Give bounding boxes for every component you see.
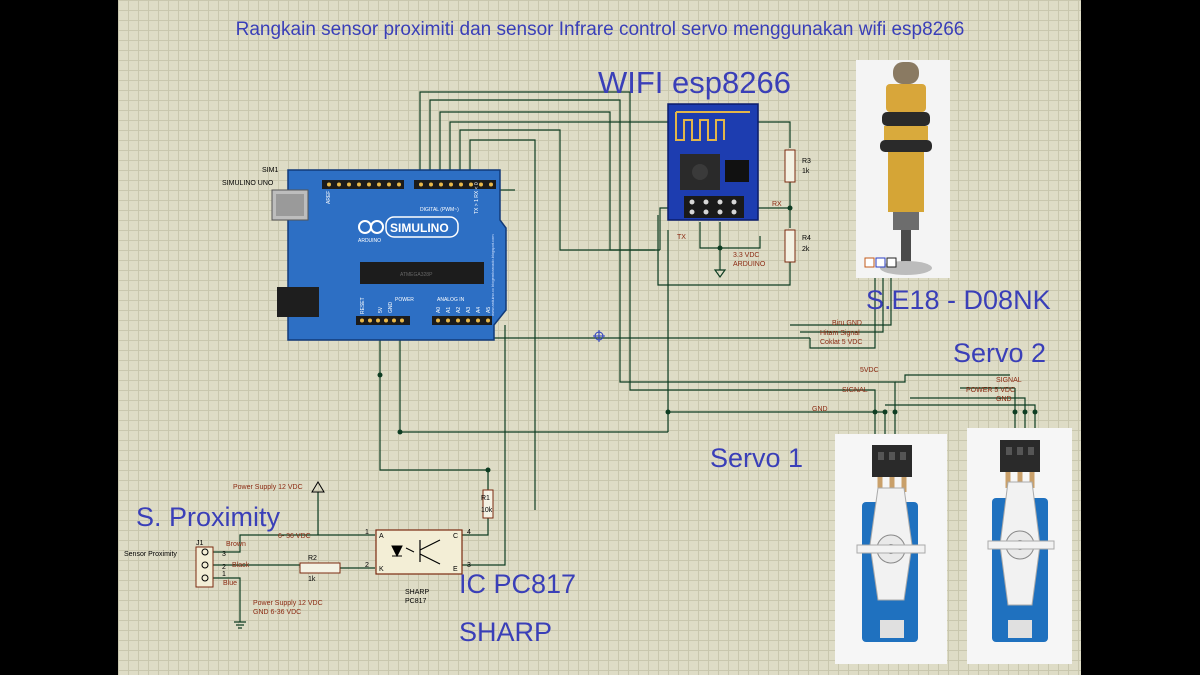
r3-name: R3	[802, 158, 811, 165]
arduino-name: SIMULINO UNO	[222, 180, 274, 187]
arduino-aref: AREF	[326, 191, 332, 204]
arduino-gnd: GND	[388, 302, 394, 314]
servo1-5v: 5VDC	[860, 367, 879, 374]
resistor-r2: R2 1k	[299, 555, 341, 583]
r2-name: R2	[308, 555, 317, 562]
opto-pin4: 4	[467, 529, 471, 536]
arduino-5v: 5V	[378, 306, 384, 313]
arduino-pin-a5: A5	[486, 307, 492, 313]
j1-pin2: 2	[222, 564, 226, 571]
servo2-label: Servo 2	[953, 338, 1046, 368]
proximity-label: S. Proximity	[136, 502, 281, 532]
simulino-logo: SIMULINO	[390, 221, 449, 235]
ic-label: IC PC817	[459, 569, 576, 599]
opto-e: E	[453, 566, 458, 573]
power-arrow-icon	[311, 481, 325, 493]
range-bottom: GND 6-36 VDC	[253, 609, 301, 616]
arduino-txrx: TX > 1 RX < 0	[474, 182, 480, 214]
arduino-power-label: POWER	[395, 297, 414, 303]
arduino-ref: SIM1	[262, 167, 278, 174]
r4-name: R4	[802, 235, 811, 242]
j1-name: Sensor Proximity	[124, 551, 177, 558]
wire-blue: Blue	[223, 580, 237, 587]
arduino-digital-label: DIGITAL (PWM~)	[420, 207, 459, 213]
esp-rx-label: RX	[772, 201, 782, 208]
opto-part: PC817	[405, 598, 427, 605]
optocoupler-pc817: A K C E 1 2 4 3 SHARP PC817	[365, 529, 471, 605]
opto-k: K	[379, 566, 384, 573]
arduino-pin-a3: A3	[466, 307, 472, 313]
r2-value: 1k	[308, 576, 316, 583]
resistor-r4: R4 2k	[784, 229, 811, 263]
servo2-photo	[967, 428, 1072, 664]
ir-wire-gnd: Biru GND	[832, 320, 862, 327]
opto-a: A	[379, 533, 384, 540]
supply-bottom: Power Supply 12 VDC	[253, 600, 323, 607]
arduino-brand: ARDUINO	[358, 238, 381, 244]
opto-maker: SHARP	[405, 589, 429, 596]
r3-value: 1k	[802, 168, 810, 175]
resistor-r3: R3 1k	[784, 149, 811, 183]
proximity-connector-j1: J1 Sensor Proximity 3 2 1 Brown Black Bl…	[124, 540, 250, 588]
schematic-sheet: Rangkain sensor proximiti dan sensor Inf…	[118, 0, 1081, 675]
crosshair-marker	[593, 330, 605, 342]
servo1-label: Servo 1	[710, 443, 803, 473]
wire-black: Black	[232, 562, 250, 569]
diagram-title: Rangkain sensor proximiti dan sensor Inf…	[236, 19, 965, 40]
servo2-signal: SIGNAL	[996, 377, 1022, 384]
servo1-gnd: GND	[812, 406, 828, 413]
arduino-board: SIM1 SIMULINO UNO AREF DIGITAL (PWM~) TX…	[222, 167, 507, 341]
arduino-analog-label: ANALOG IN	[437, 297, 465, 303]
servo2-power: POWER 5 VDC	[966, 387, 1015, 394]
arduino-site: www.arduino.cc blogembarcado.blogspot.co…	[490, 234, 495, 316]
opto-pin1: 1	[365, 529, 369, 536]
opto-pin2: 2	[365, 562, 369, 569]
opto-c: C	[453, 533, 458, 540]
servo1-signal: SIGNAL	[842, 387, 868, 394]
esp-tx-label: TX	[677, 234, 686, 241]
r1-name: R1	[481, 495, 490, 502]
esp-supply: 3.3 VDC	[733, 252, 759, 259]
arduino-pin-a1: A1	[446, 307, 452, 313]
j1-ref: J1	[196, 540, 204, 547]
range-top: 6- 36 VDC	[278, 533, 311, 540]
supply-top: Power Supply 12 VDC	[233, 484, 303, 491]
arduino-pin-a0: A0	[436, 307, 442, 313]
ir-sensor-photo	[856, 60, 950, 278]
esp8266-module: TX RX 3.3 VDC ARDUINO	[667, 103, 782, 268]
esp-supply-arduino: ARDUINO	[733, 261, 766, 268]
ir-sensor-label: S.E18 - D08NK	[866, 285, 1051, 315]
wifi-label: WIFI esp8266	[598, 65, 791, 100]
ir-wire-signal: Hitam Signal	[820, 330, 860, 337]
arduino-chip: ATMEGA328P	[400, 272, 433, 278]
j1-pin1: 1	[222, 571, 226, 578]
r1-value: 10k	[481, 507, 493, 514]
schematic-canvas: Rangkain sensor proximiti dan sensor Inf…	[124, 19, 1072, 664]
ir-wire-5v: Coklat 5 VDC	[820, 339, 862, 346]
j1-pin3: 3	[222, 551, 226, 558]
opto-pin3: 3	[467, 562, 471, 569]
ic-maker-label: SHARP	[459, 617, 552, 647]
arduino-logo: ARDUINO	[358, 220, 384, 244]
wire-brown: Brown	[226, 541, 246, 548]
junction-dots	[377, 205, 1038, 473]
arduino-reset: RESET	[360, 297, 366, 314]
resistor-r1: R1 10k	[481, 489, 494, 519]
r4-value: 2k	[802, 246, 810, 253]
arduino-pin-a2: A2	[456, 307, 462, 313]
servo1-photo	[835, 434, 947, 664]
arduino-pin-a4: A4	[476, 307, 482, 313]
servo2-gnd: GND	[996, 396, 1012, 403]
